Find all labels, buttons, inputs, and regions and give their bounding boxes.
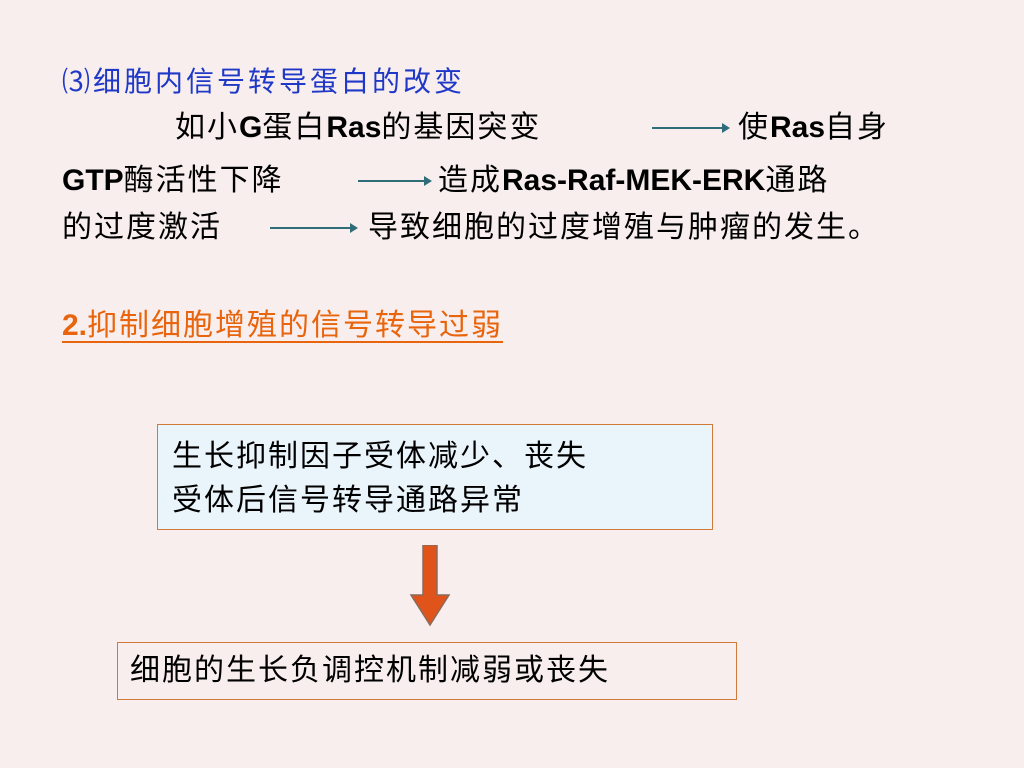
subsection-heading: ⑶细胞内信号转导蛋白的改变 — [62, 65, 466, 98]
arrow-right-icon — [358, 176, 432, 186]
section-title: 2.抑制细胞增殖的信号转导过弱 — [62, 304, 503, 348]
text-fragment-latin: Ras — [770, 111, 826, 144]
text-fragment-latin: G — [239, 111, 263, 144]
text-fragment: 的基因突变 — [381, 110, 542, 145]
text-fragment: 造成 — [438, 163, 502, 198]
text-line-2: GTP酶活性下降 — [62, 159, 284, 203]
text-fragment: 使 — [738, 110, 770, 145]
arrow-right-icon — [652, 123, 730, 133]
text-line-1-continued: 使Ras自身 — [738, 106, 889, 150]
section-title-text: 抑制细胞增殖的信号转导过弱 — [87, 308, 504, 343]
arrow-right-icon — [270, 223, 358, 233]
text-fragment-latin: Ras — [326, 111, 382, 144]
section-number: 2. — [62, 309, 88, 342]
cause-box-line: 生长抑制因子受体减少、丧失 — [172, 439, 588, 474]
cause-box-line: 受体后信号转导通路异常 — [172, 483, 524, 518]
text-line-3: 的过度激活 — [62, 210, 222, 245]
text-line-3-continued: 导致细胞的过度增殖与肿瘤的发生。 — [368, 210, 880, 245]
arrow-down-icon — [409, 545, 451, 627]
text-fragment: 蛋白 — [262, 110, 327, 145]
text-fragment-latin: Ras-Raf-MEK-ERK — [502, 164, 766, 197]
text-line-1: 如小G蛋白Ras的基因突变 — [175, 106, 541, 150]
text-fragment: 酶活性下降 — [123, 163, 284, 198]
cause-box: 生长抑制因子受体减少、丧失 受体后信号转导通路异常 — [157, 424, 713, 530]
text-fragment: 通路 — [765, 163, 830, 198]
text-fragment: 如小 — [175, 110, 239, 145]
text-fragment-latin: GTP — [62, 164, 124, 197]
text-line-2-continued: 造成Ras-Raf-MEK-ERK通路 — [438, 159, 829, 203]
text-fragment: 自身 — [825, 110, 890, 145]
result-box: 细胞的生长负调控机制减弱或丧失 — [117, 642, 737, 700]
